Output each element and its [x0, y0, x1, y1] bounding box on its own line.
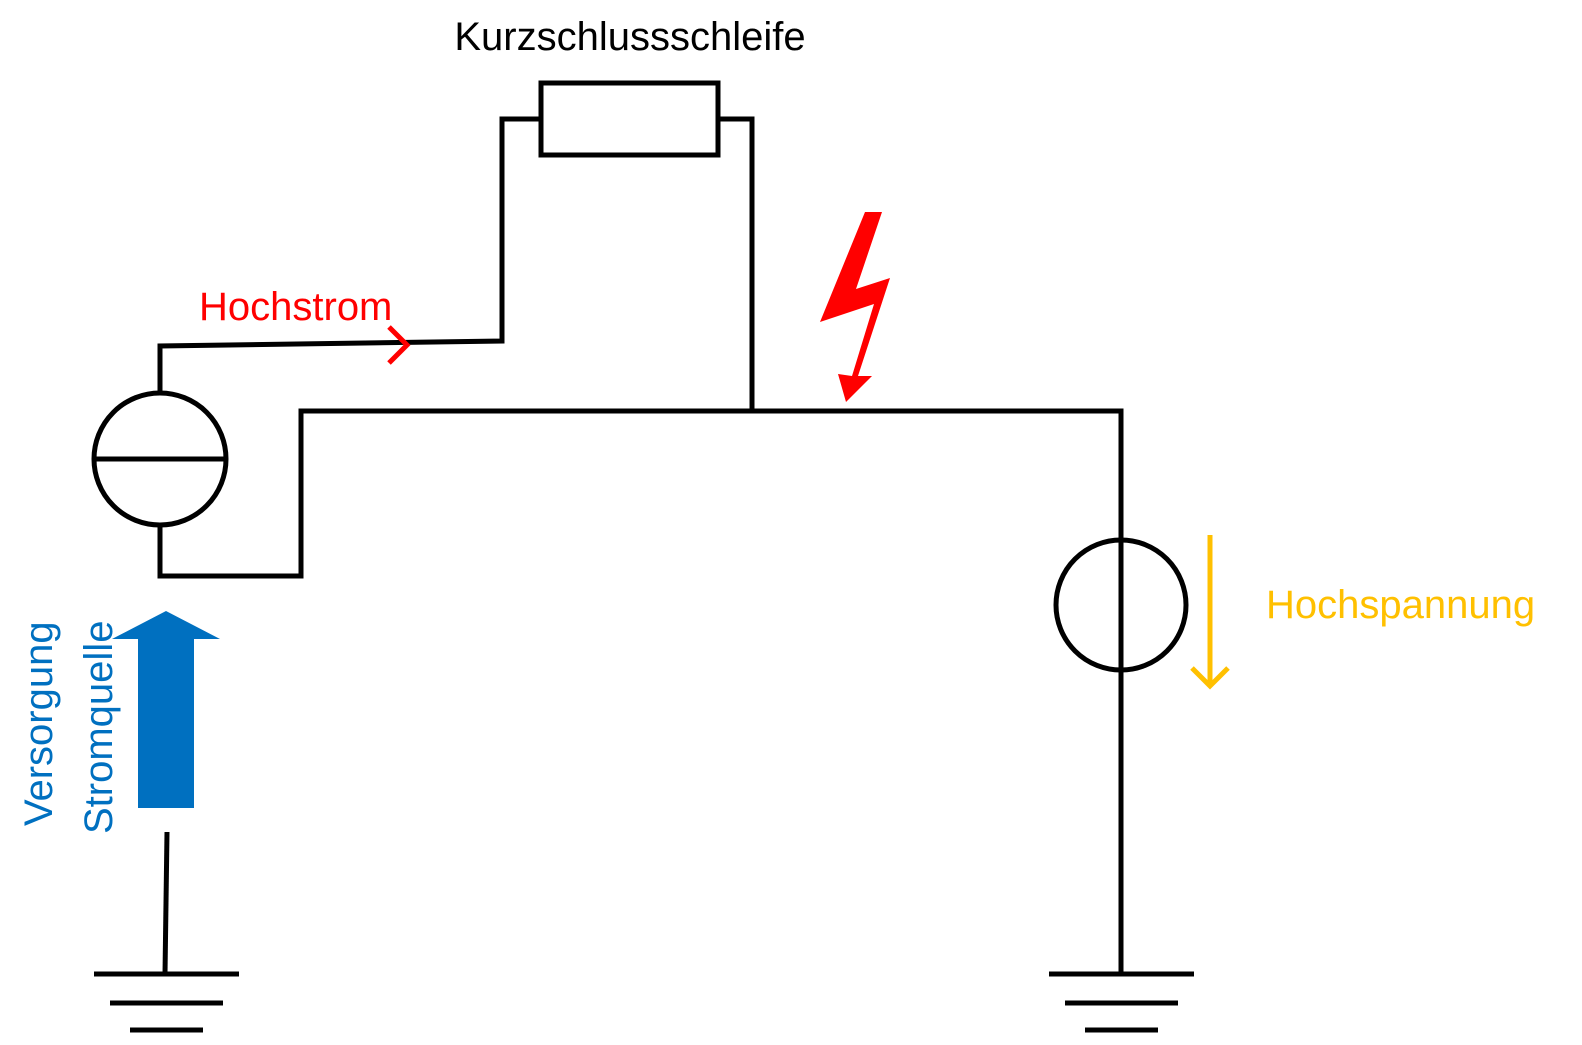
voltage-source-icon [1053, 537, 1189, 673]
resistor-icon [538, 80, 721, 158]
loop-wire-left [157, 116, 541, 393]
current-arrow-icon [387, 325, 411, 365]
loop-wire-right [718, 116, 755, 411]
diagram-title: Kurzschlussschleife [454, 15, 805, 59]
ground-icon [94, 971, 239, 1033]
supply-arrow-icon [112, 611, 220, 808]
left-ground-wire [162, 831, 170, 975]
current-source-icon [91, 390, 229, 528]
ground-icon [1049, 971, 1194, 1033]
voltage-label: Hochspannung [1266, 583, 1535, 627]
supply-label-versorgung: Versorgung [17, 621, 61, 826]
voltage-arrow-icon [1190, 535, 1230, 690]
current-label: Hochstrom [199, 285, 392, 329]
main-bus-wire [157, 408, 1124, 579]
lightning-bolt-icon [820, 212, 890, 402]
supply-label-stromquelle: Stromquelle [77, 621, 121, 834]
